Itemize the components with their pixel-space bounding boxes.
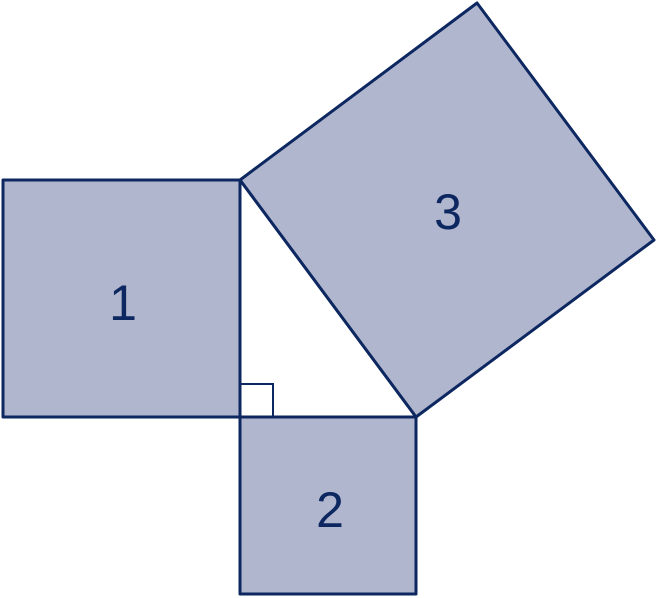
right-triangle — [238, 178, 418, 419]
square-1-label: 1 — [109, 275, 137, 331]
square-3-label: 3 — [434, 184, 462, 240]
square-2-label: 2 — [316, 482, 344, 538]
right-angle-marker — [240, 383, 274, 417]
